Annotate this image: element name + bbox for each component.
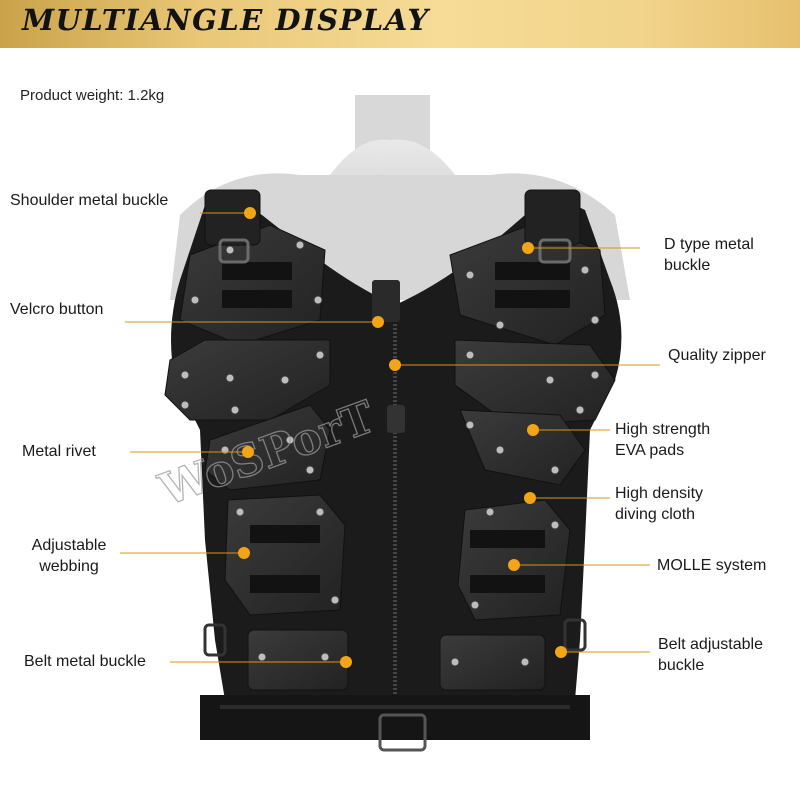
banner-title: MULTIANGLE DISPLAY: [22, 3, 430, 37]
right-belt-pad: [439, 634, 546, 691]
callout-lines: [120, 212, 660, 663]
label-zipper: Quality zipper: [668, 347, 766, 364]
label-diving-cloth: High density diving cloth: [615, 483, 703, 525]
product-weight: Product weight: 1.2kg: [20, 87, 165, 104]
label-belt-adj-line2: buckle: [658, 657, 705, 674]
label-metal-rivet: Metal rivet: [22, 443, 96, 460]
label-d-buckle: D type metal buckle: [664, 234, 754, 276]
label-molle: MOLLE system: [657, 557, 767, 574]
right-side-strap: [563, 618, 587, 652]
belt: [200, 695, 590, 740]
left-mid-pad: [204, 404, 331, 491]
right-chest-pad: [454, 339, 616, 426]
label-velcro: Velcro button: [10, 301, 104, 318]
velcro-tab: [372, 280, 400, 322]
zipper-puller: [387, 405, 405, 433]
label-webbing: Adjustable webbing: [20, 535, 118, 577]
label-webbing-line2: webbing: [39, 558, 99, 575]
header-banner: MULTIANGLE DISPLAY: [0, 0, 800, 48]
label-shoulder-buckle: Shoulder metal buckle: [10, 192, 169, 209]
callout-dots: [238, 207, 567, 668]
rivets: [180, 240, 600, 667]
belt-buckle: [378, 713, 427, 752]
label-d-buckle-line1: D type metal: [664, 236, 754, 253]
label-belt-buckle: Belt metal buckle: [24, 653, 146, 670]
label-webbing-line1: Adjustable: [31, 537, 107, 554]
label-d-buckle-line2: buckle: [664, 257, 711, 274]
right-shoulder-strap: [524, 189, 581, 246]
label-diving-line2: diving cloth: [615, 506, 696, 523]
label-belt-adjustable: Belt adjustable buckle: [658, 634, 763, 676]
label-belt-adj-line1: Belt adjustable: [658, 636, 763, 653]
left-shoulder-strap: [204, 189, 261, 246]
left-upper-pad: [179, 224, 326, 346]
label-diving-line1: High density: [615, 485, 704, 502]
left-side-strap: [203, 623, 227, 657]
label-eva-line2: EVA pads: [615, 442, 685, 459]
label-eva-pads: High strength EVA pads: [615, 419, 710, 461]
left-chest-pad: [164, 339, 331, 421]
label-eva-line1: High strength: [615, 421, 711, 438]
